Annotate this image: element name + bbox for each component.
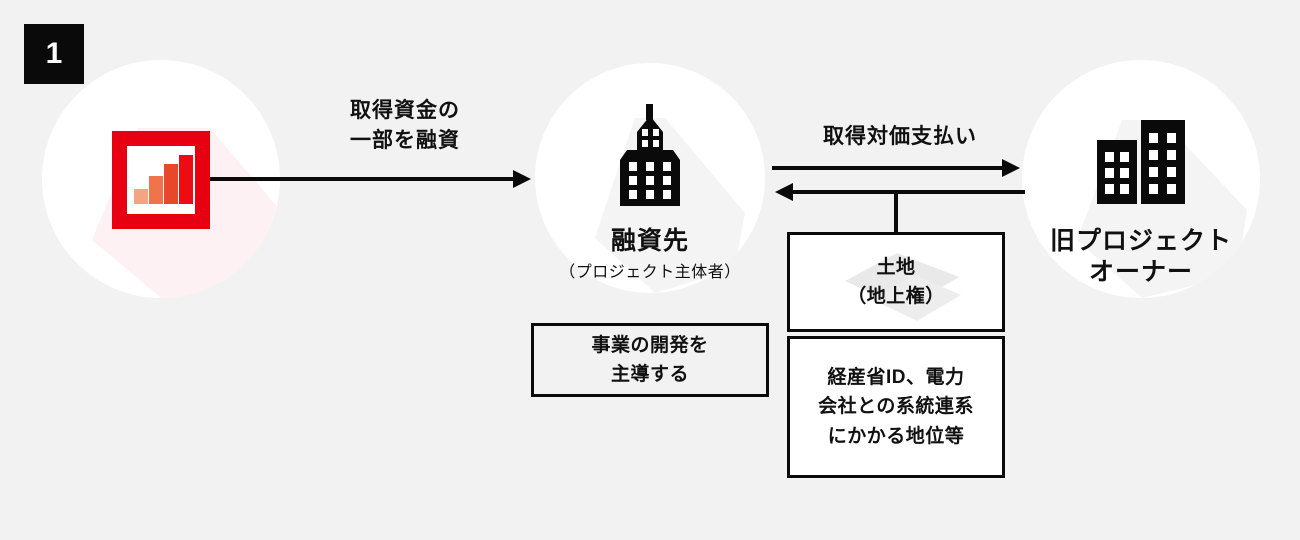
- info-box-lead-development: 事業の開発を 主導する: [531, 323, 769, 397]
- step-number-badge: 1: [24, 24, 84, 84]
- node-title-former-owner: 旧プロジェクト オーナー: [1049, 227, 1232, 287]
- edge-line-payment-out: [772, 166, 1004, 170]
- info-box-assets: 経産省ID、電力 会社との系統連系 にかかる地位等: [787, 336, 1005, 478]
- growth-chart-icon: [112, 131, 210, 229]
- two-buildings-icon: [1097, 120, 1185, 204]
- node-title-borrower: 融資先: [610, 227, 689, 255]
- edge-line-loan: [190, 177, 515, 181]
- edge-caption-loan: 取得資金の 一部を融資: [350, 99, 460, 153]
- info-box-land-text: 土地 （地上権）: [847, 256, 945, 307]
- arrow-head-loan-right: [513, 170, 531, 188]
- arrow-head-payment-left: [775, 183, 793, 201]
- info-box-lead-development-text: 事業の開発を 主導する: [591, 334, 709, 385]
- info-box-assets-text: 経産省ID、電力 会社との系統連系 にかかる地位等: [818, 366, 974, 447]
- node-label-former-owner: 旧プロジェクト オーナー: [1010, 226, 1272, 289]
- edge-line-payment-in: [793, 190, 1025, 194]
- arrow-head-payment-right: [1002, 159, 1020, 177]
- connector-assets-vertical: [894, 190, 898, 234]
- info-box-land: 土地 （地上権）: [787, 232, 1005, 332]
- node-label-borrower: 融資先 （プロジェクト主体者）: [470, 226, 830, 284]
- tower-building-icon: [611, 104, 689, 206]
- node-subtitle-borrower: （プロジェクト主体者）: [559, 264, 741, 282]
- edge-caption-payment: 取得対価支払い: [823, 125, 977, 148]
